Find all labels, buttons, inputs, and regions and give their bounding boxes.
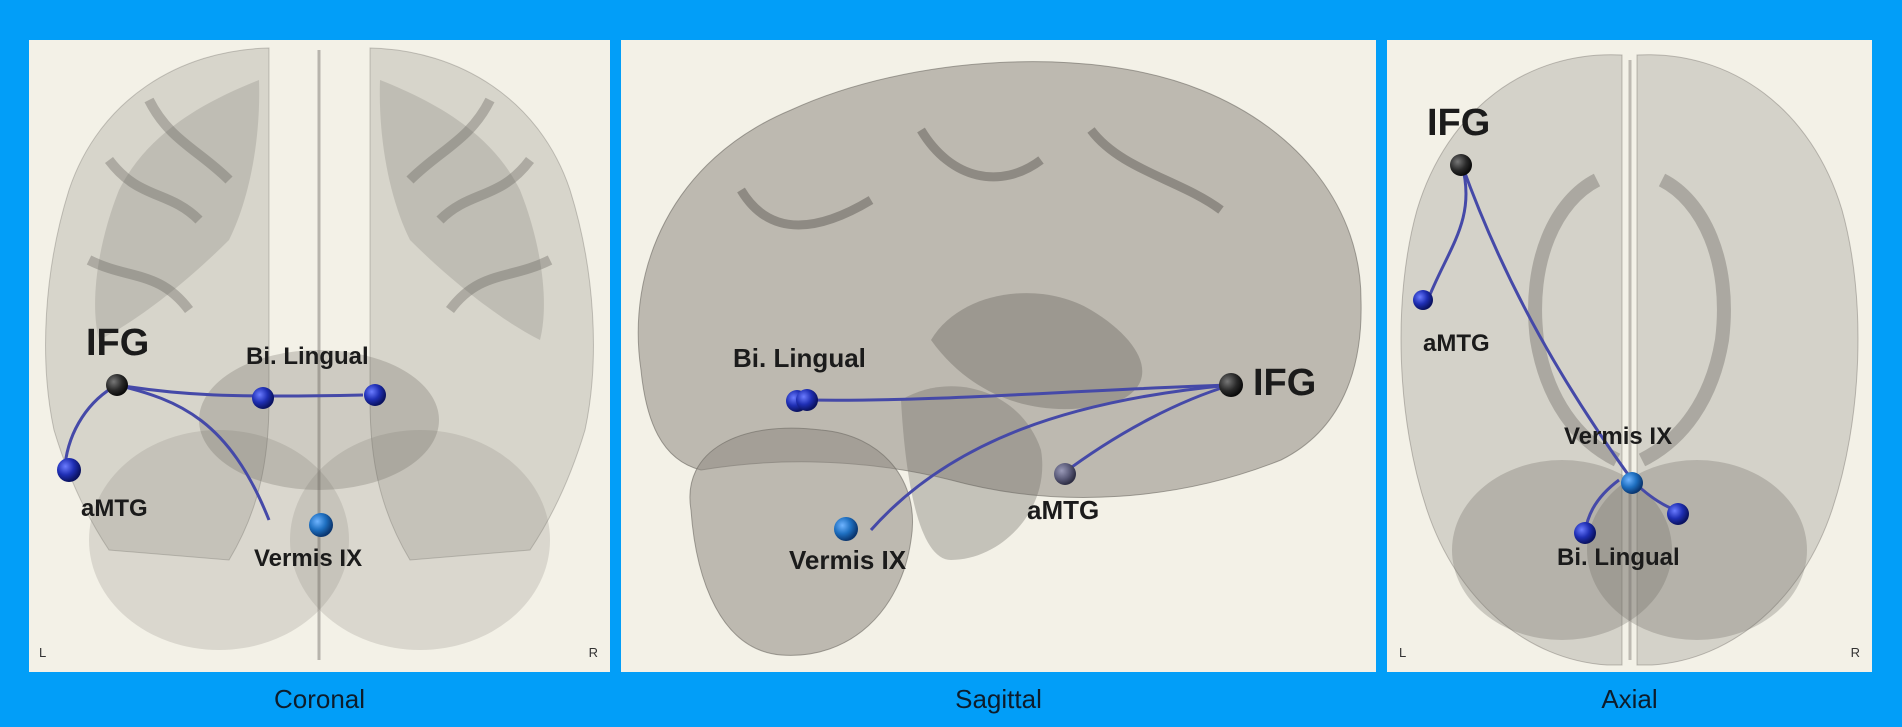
sagittal-cerebrum [637, 61, 1362, 498]
axial-edge-ifg-vermis [1460, 164, 1634, 481]
coronal-orient-left: L [39, 645, 47, 660]
axial-node-lingual-left [1574, 522, 1596, 544]
coronal-edge-ifg-vermis [116, 383, 271, 521]
axial-cerebellum [1452, 60, 1807, 660]
sagittal-label-ifg: IFG [1253, 362, 1317, 404]
sagittal-edge-lingual-ifg [805, 383, 1232, 402]
caption-sagittal: Sagittal [955, 684, 1042, 714]
axial-node-vermis [1621, 472, 1643, 494]
sagittal-node-ifg [1219, 373, 1243, 397]
axial-node-amtg [1413, 290, 1433, 310]
coronal-nodes [57, 374, 386, 537]
sagittal-edge-ifg-vermis [869, 383, 1232, 531]
axial-label-amtg: aMTG [1423, 330, 1490, 357]
sagittal-label-vermis: Vermis IX [789, 545, 907, 575]
sagittal-node-vermis [834, 517, 858, 541]
coronal-node-amtg [57, 458, 81, 482]
caption-coronal: Coronal [273, 684, 366, 714]
sagittal-label-amtg: aMTG [1027, 495, 1100, 525]
axial-node-ifg [1450, 154, 1472, 176]
axial-hemisphere-right [1636, 54, 1859, 666]
coronal-label-vermis: Vermis IX [254, 545, 363, 572]
axial-label-lingual: Bi. Lingual [1557, 544, 1680, 571]
coronal-node-lingual-left [252, 387, 274, 409]
sagittal-connections [805, 383, 1232, 531]
coronal-node-lingual-right [364, 384, 386, 406]
coronal-edge-ifg-lingual [116, 383, 364, 398]
axial-nodes [1413, 154, 1689, 544]
coronal-node-ifg [106, 374, 128, 396]
coronal-orient-right: R [588, 645, 598, 660]
axial-orient-left: L [1399, 645, 1407, 660]
axial-node-lingual-right [1667, 503, 1689, 525]
sagittal-edge-ifg-amtg [1060, 383, 1232, 477]
axial-label-ifg: IFG [1427, 102, 1491, 144]
caption-axial: Axial [1601, 684, 1658, 714]
coronal-brain-render [45, 47, 594, 660]
coronal-panel: IFG Bi. Lingual aMTG Vermis IX L R [29, 40, 610, 672]
sagittal-cerebellum [689, 386, 1043, 656]
coronal-hemisphere-right [369, 47, 594, 561]
axial-panel: IFG aMTG Vermis IX Bi. Lingual L R [1387, 40, 1872, 672]
coronal-label-lingual: Bi. Lingual [246, 343, 369, 370]
coronal-label-ifg: IFG [86, 322, 150, 364]
axial-hemisphere-left [1400, 54, 1623, 666]
coronal-label-amtg: aMTG [81, 495, 148, 522]
axial-orient-right: R [1850, 645, 1860, 660]
sagittal-node-amtg [1054, 463, 1076, 485]
axial-edge-ifg-amtg [1425, 164, 1468, 303]
sagittal-label-lingual: Bi. Lingual [733, 343, 866, 373]
sagittal-nodes [786, 373, 1243, 541]
coronal-node-vermis [309, 513, 333, 537]
sagittal-panel: Bi. Lingual IFG aMTG Vermis IX [621, 40, 1376, 672]
sagittal-node-lingual-right [796, 389, 818, 411]
axial-brain-render [1400, 54, 1859, 666]
axial-label-vermis: Vermis IX [1564, 423, 1673, 450]
sagittal-brain-render [637, 61, 1362, 656]
